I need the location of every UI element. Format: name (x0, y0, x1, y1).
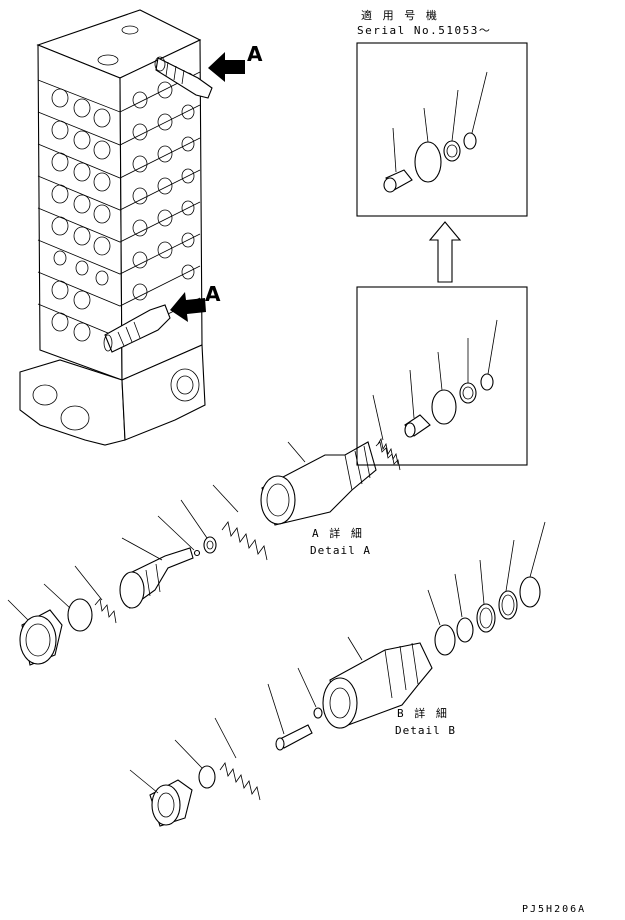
upper-relief-valve (154, 56, 213, 99)
detail-a-exploded (7, 441, 401, 666)
detail-b-label-ja: B 詳 細 (397, 707, 449, 720)
serial-inset-box (356, 42, 528, 217)
arrow-a-lower (170, 292, 206, 322)
arrow-label-a-upper: A (247, 42, 263, 66)
detail-a-label-ja: A 詳 細 (312, 527, 364, 540)
up-arrow-icon (428, 221, 462, 283)
control-valve-block (19, 9, 206, 446)
drawing-code: PJ5H206A (522, 904, 587, 915)
arrow-a-upper (208, 52, 245, 82)
arrow-label-a-lower: A (205, 282, 221, 306)
serial-number: Serial No.51053～ (357, 24, 492, 37)
detail-b-exploded (129, 521, 546, 827)
original-inset-box (356, 286, 528, 466)
detail-b-label-en: Detail B (395, 724, 456, 737)
detail-a-label-en: Detail A (310, 544, 371, 557)
lower-relief-valve (103, 304, 171, 353)
serial-title: 適 用 号 機 (361, 9, 439, 22)
